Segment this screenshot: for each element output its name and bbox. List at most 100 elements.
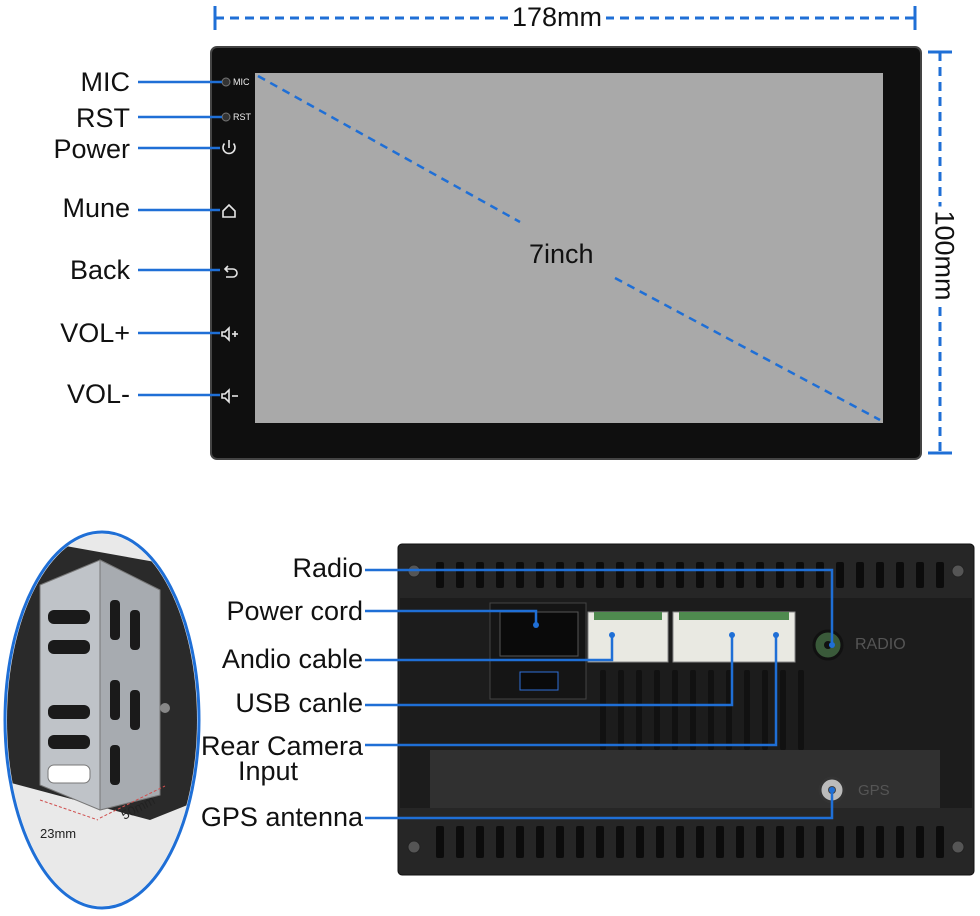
bracket-width-line	[39, 799, 99, 821]
fin-9	[762, 670, 768, 750]
back-icon[interactable]	[223, 265, 238, 278]
home-icon[interactable]	[222, 203, 236, 218]
top-vent-15	[736, 562, 744, 588]
fuse-slot	[519, 671, 559, 691]
rst-panel-mark: RST	[233, 112, 251, 122]
audio-cable-label: Andio cable	[221, 644, 363, 674]
top-vent-9	[616, 562, 624, 588]
bottom-vent-11	[656, 826, 664, 858]
power-cord-leader	[365, 609, 538, 625]
power-cord-label: Power cord	[226, 596, 363, 626]
audio-leader-dot	[609, 632, 615, 638]
bottom-vent-9	[616, 826, 624, 858]
fin-7	[726, 670, 732, 750]
top-vent-19	[816, 562, 824, 588]
top-vent-20	[836, 562, 844, 588]
top-vent-5	[536, 562, 544, 588]
fin-4	[672, 670, 678, 750]
top-vent-2	[476, 562, 484, 588]
gps-leader	[365, 790, 834, 820]
rear-camera-label: Rear Camera	[200, 731, 363, 761]
bottom-vent-1	[456, 826, 464, 858]
top-vent-23	[896, 562, 904, 588]
top-vent-25	[936, 562, 944, 588]
fin-1	[618, 670, 624, 750]
rst-hole	[221, 112, 231, 122]
bottom-vent-12	[676, 826, 684, 858]
screen-size-label: 7inch	[529, 239, 594, 269]
usb-connector-pcb	[679, 612, 789, 620]
mic-hole	[221, 77, 231, 87]
bottom-vent-24	[916, 826, 924, 858]
height-dimension-label: 100mm	[928, 206, 960, 305]
vol-down-label: VOL-	[66, 379, 130, 409]
bottom-vent-15	[736, 826, 744, 858]
menu-label: Mune	[62, 193, 130, 223]
bottom-vent-22	[876, 826, 884, 858]
top-vent-3	[496, 562, 504, 588]
bottom-vent-4	[516, 826, 524, 858]
bottom-vent-20	[836, 826, 844, 858]
screw-top-right	[951, 564, 965, 578]
top-vents	[436, 562, 944, 588]
bottom-vent-16	[756, 826, 764, 858]
top-vent-16	[756, 562, 764, 588]
gps-label: GPS antenna	[200, 802, 363, 832]
mic-panel-mark: MIC	[233, 77, 250, 87]
power-connector	[499, 611, 579, 657]
top-vent-4	[516, 562, 524, 588]
top-vent-18	[796, 562, 804, 588]
camera-leader-dot	[773, 632, 779, 638]
rst-label: RST	[76, 103, 130, 133]
bracket-depth-line	[99, 785, 166, 819]
audio-cable-leader	[365, 635, 614, 662]
fin-6	[708, 670, 714, 750]
usb-cable-label: USB canle	[235, 688, 363, 718]
fin-0	[600, 670, 606, 750]
bottom-vent-6	[556, 826, 564, 858]
power-icon[interactable]	[222, 140, 236, 155]
volume-down-icon[interactable]	[221, 388, 238, 404]
bottom-vent-8	[596, 826, 604, 858]
fin-3	[654, 670, 660, 750]
bottom-vent-14	[716, 826, 724, 858]
bottom-vent-17	[776, 826, 784, 858]
screen-diagonal-top	[257, 74, 521, 224]
top-vent-24	[916, 562, 924, 588]
fin-11	[798, 670, 804, 750]
fin-8	[744, 670, 750, 750]
radio-leader	[365, 568, 834, 645]
rear-camera-leader	[365, 635, 778, 747]
power-leader-dot	[533, 622, 539, 628]
volume-up-icon[interactable]	[221, 326, 238, 342]
rear-lower-panel	[430, 750, 940, 808]
top-vent-6	[556, 562, 564, 588]
radio-leader-dot	[829, 642, 835, 648]
mounting-bracket	[7, 534, 197, 906]
bottom-vents	[436, 826, 944, 858]
radio-label: Radio	[292, 553, 363, 583]
usb-cable-leader	[365, 635, 734, 707]
top-vent-7	[576, 562, 584, 588]
bottom-vent-3	[496, 826, 504, 858]
power-label: Power	[53, 134, 130, 164]
bottom-vent-23	[896, 826, 904, 858]
top-vent-13	[696, 562, 704, 588]
bottom-vent-21	[856, 826, 864, 858]
audio-connector-pcb	[594, 612, 662, 620]
top-vent-12	[676, 562, 684, 588]
top-vent-0	[436, 562, 444, 588]
radio-mark: RADIO	[855, 636, 906, 653]
bottom-vent-7	[576, 826, 584, 858]
top-vent-21	[856, 562, 864, 588]
fin-2	[636, 670, 642, 750]
width-dimension-label: 178mm	[508, 2, 607, 33]
gps-leader-dot	[829, 787, 835, 793]
bottom-vent-19	[816, 826, 824, 858]
vol-up-label: VOL+	[60, 318, 130, 348]
top-vent-17	[776, 562, 784, 588]
rear-camera-label-line2: Input	[238, 756, 299, 786]
screw-bottom-right	[951, 840, 965, 854]
bottom-vent-2	[476, 826, 484, 858]
